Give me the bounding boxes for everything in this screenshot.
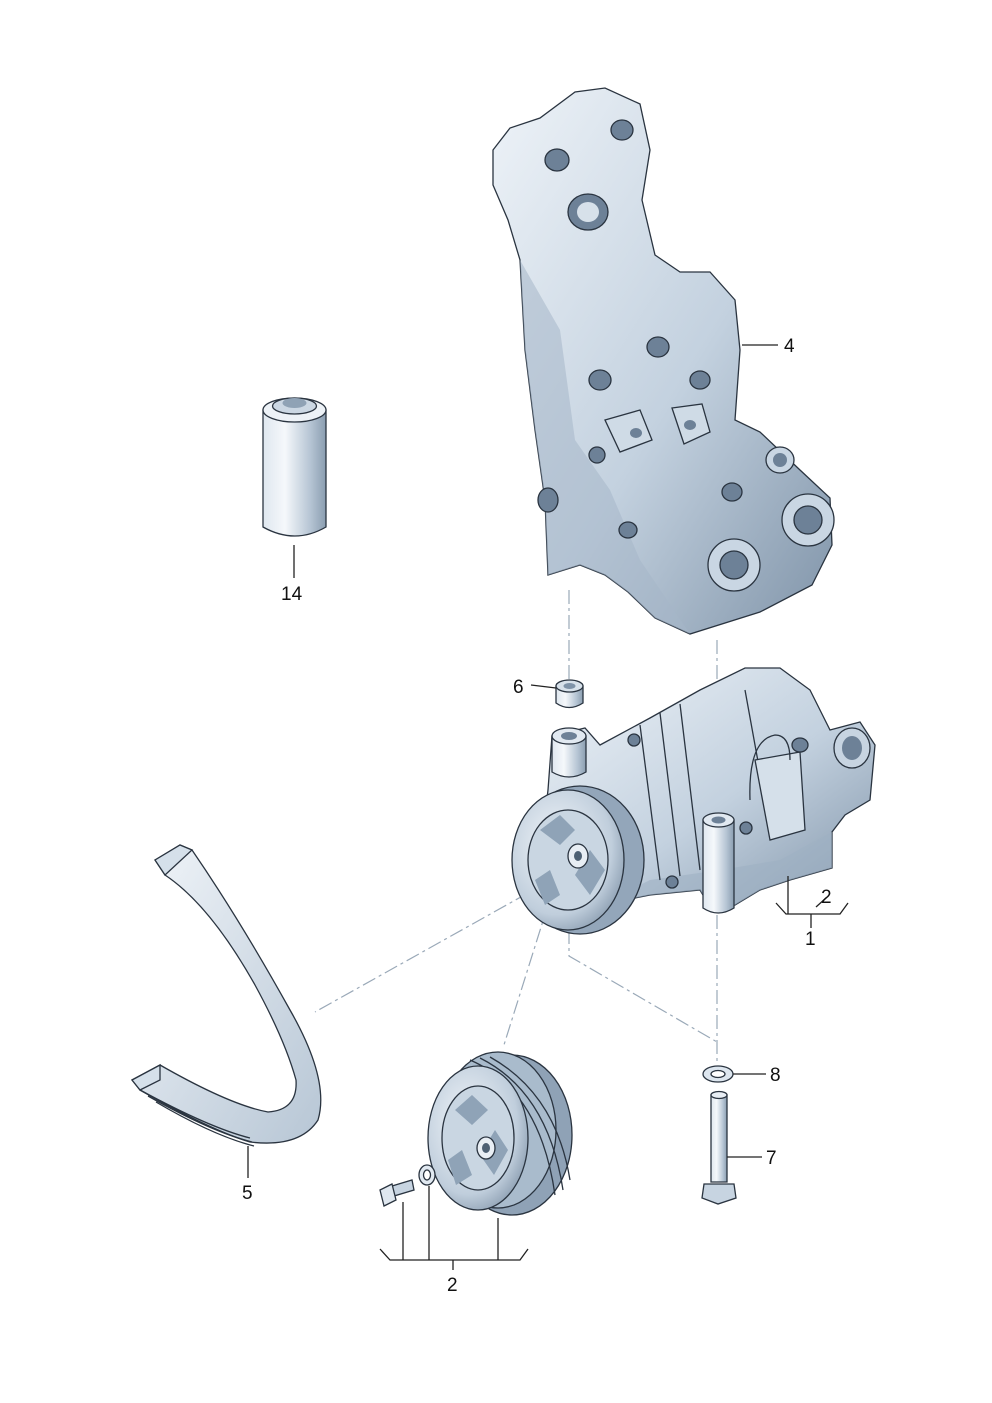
assembly-line-pulley-to-belt [314, 892, 529, 1013]
bush-part-6[interactable] [555, 679, 584, 709]
callout-7: 7 [766, 1148, 777, 1169]
leader-lines [247, 344, 849, 1270]
callout-4: 4 [784, 336, 795, 357]
bolt-small[interactable] [379, 1179, 415, 1207]
callout-5: 5 [242, 1183, 253, 1204]
bolt-part-7[interactable] [701, 1090, 737, 1205]
bracket-part-4[interactable] [492, 87, 835, 635]
ribbed-belt-part-5[interactable] [131, 844, 322, 1147]
bracket-2 [379, 1248, 529, 1261]
assembly-line-compressor-to-washer [568, 930, 718, 1043]
callout-2-right: 2 [821, 887, 832, 908]
bracket-1 [775, 902, 849, 915]
callout-1: 1 [805, 929, 816, 950]
washer-small[interactable] [418, 1164, 436, 1186]
washer-part-8[interactable] [702, 1065, 734, 1083]
callouts: 4 14 6 2 1 8 7 5 2 [242, 336, 832, 1296]
callout-6: 6 [513, 677, 524, 698]
callout-8: 8 [770, 1065, 781, 1086]
compressor-part-1[interactable] [511, 667, 876, 935]
sleeve-part-14[interactable] [262, 397, 327, 537]
leader-2-right-b [815, 897, 827, 908]
assembly-line-pulley-to-clutch [502, 904, 549, 1049]
leader-6 [530, 684, 557, 689]
callout-2-bottom: 2 [447, 1275, 458, 1296]
callout-14: 14 [281, 584, 303, 605]
clutch-part-2[interactable] [427, 1051, 573, 1216]
